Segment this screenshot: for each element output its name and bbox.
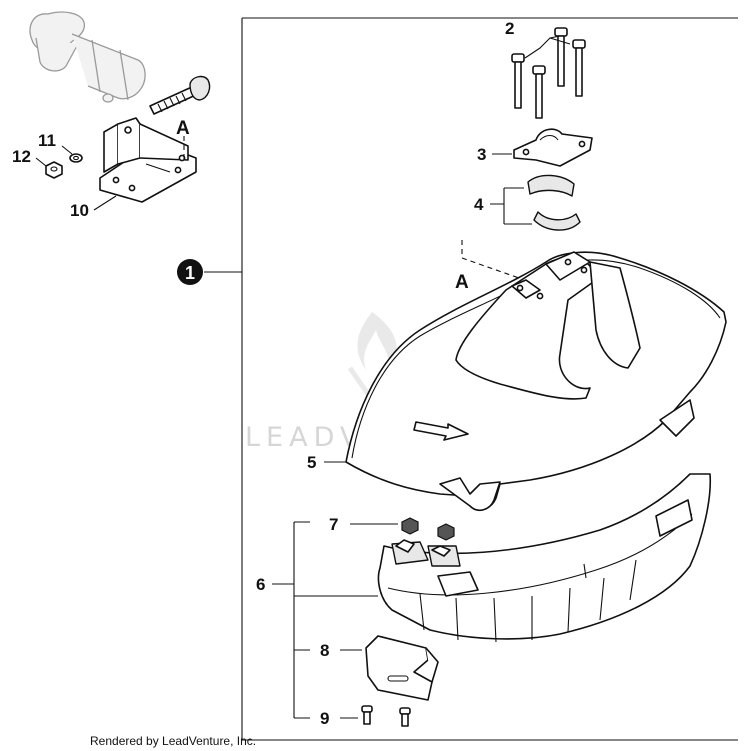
callout-6: 6: [256, 575, 265, 594]
guard-extension: [377, 473, 712, 643]
assembly-frame: [241, 17, 738, 741]
callout-11: 11: [38, 131, 56, 150]
callout-8: 8: [320, 641, 329, 660]
ref-label-top: A: [176, 118, 190, 139]
mounting-bracket: [99, 117, 197, 203]
callout-7: 7: [329, 515, 338, 534]
leader-2: [524, 35, 571, 59]
debris-guard: [345, 251, 727, 512]
callout-5: 5: [307, 453, 316, 472]
extension-bracket: [365, 635, 439, 701]
rubber-pads: [401, 517, 455, 541]
ref-label-mid: A: [455, 272, 469, 293]
callout-2: 2: [505, 19, 514, 38]
callout-1-badge: [177, 259, 203, 285]
extension-screws: [361, 705, 411, 727]
leader-11: [61, 145, 73, 155]
leader-6: [272, 521, 378, 719]
screw-set: [511, 27, 586, 119]
hex-nut: [45, 161, 63, 179]
washer: [69, 153, 83, 163]
clamp-bushings: [527, 174, 581, 231]
callout-1: 1: [185, 263, 195, 283]
footer-credit: Rendered by LeadVenture, Inc.: [90, 734, 256, 748]
callout-3: 3: [477, 145, 486, 164]
shaft-housing: [29, 11, 146, 103]
clamp-plate: [513, 128, 593, 167]
callout-10: 10: [70, 201, 89, 220]
leader-4: [490, 187, 532, 225]
callout-9: 9: [320, 709, 329, 728]
callout-4: 4: [474, 195, 484, 214]
washer-hole: [73, 155, 79, 161]
leader-ref-mid: [461, 240, 537, 285]
bracket-bolt: [149, 75, 211, 115]
callout-12: 12: [12, 147, 31, 166]
leader-10: [93, 195, 117, 211]
leader-12: [35, 157, 47, 167]
